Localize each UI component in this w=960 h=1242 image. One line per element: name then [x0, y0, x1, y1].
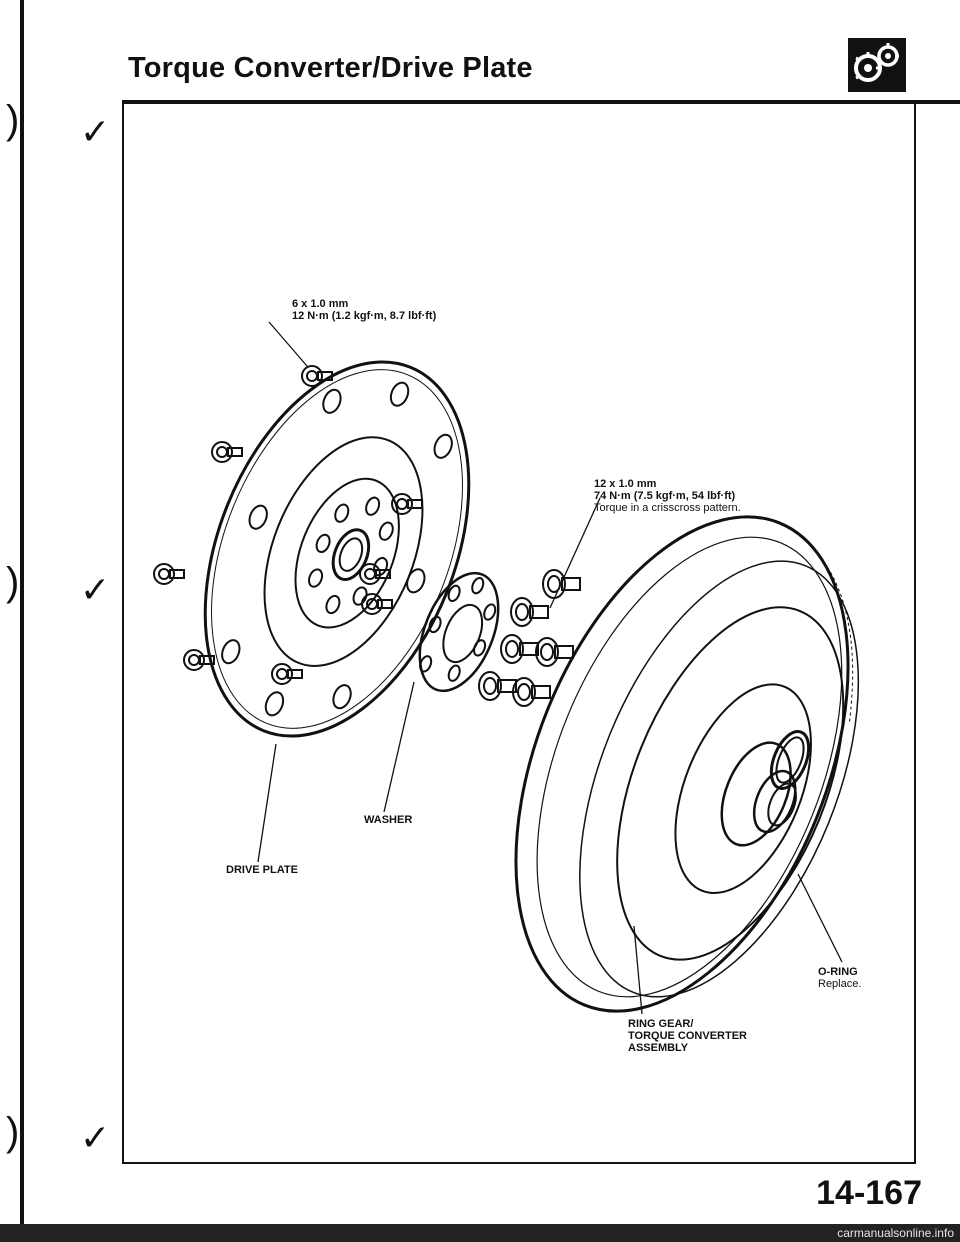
small-bolt-size: 6 x 1.0 mm: [292, 298, 349, 310]
figure-frame: [122, 102, 916, 1164]
ring-gear-callout: RING GEAR/ TORQUE CONVERTER ASSEMBLY: [628, 1018, 747, 1054]
washer-illustration: [418, 571, 500, 693]
margin-tick: ): [6, 98, 20, 142]
margin-checkmark: ✓: [80, 111, 111, 152]
gear-wrench-icon: [848, 38, 906, 92]
o-ring-note: Replace.: [818, 978, 862, 990]
ring-gear-line2: TORQUE CONVERTER: [628, 1030, 747, 1042]
exploded-diagram: [153, 321, 860, 1015]
large-bolt-note: Torque in a crisscross pattern.: [594, 502, 741, 514]
large-bolt-callout: 12 x 1.0 mm 74 N·m (7.5 kgf·m, 54 lbf·ft…: [594, 478, 741, 514]
drive-plate-illustration: [203, 360, 471, 738]
small-bolt-torque: 12 N·m (1.2 kgf·m, 8.7 lbf·ft): [292, 310, 437, 322]
binding-rule: [20, 0, 24, 1242]
washer-label: WASHER: [364, 814, 413, 826]
torque-converter-illustration: [514, 515, 860, 1013]
large-bolt-torque: 74 N·m (7.5 kgf·m, 54 lbf·ft): [594, 490, 736, 502]
margin-checkmark: ✓: [80, 569, 111, 610]
small-bolt-callout: 6 x 1.0 mm 12 N·m (1.2 kgf·m, 8.7 lbf·ft…: [292, 298, 436, 322]
page-title: Torque Converter/Drive Plate: [128, 52, 533, 84]
o-ring-label: O-RING: [818, 966, 858, 978]
large-bolt-size: 12 x 1.0 mm: [594, 478, 657, 490]
drive-plate-label: DRIVE PLATE: [226, 864, 298, 876]
margin-checkmark: ✓: [80, 1117, 111, 1158]
title-rule: [122, 100, 960, 104]
o-ring-callout: O-RING Replace.: [818, 966, 861, 990]
margin-tick: ): [6, 1110, 20, 1154]
margin-tick: ): [6, 560, 20, 604]
drive-plate-bolts: [153, 365, 423, 685]
ring-gear-line1: RING GEAR/: [628, 1018, 694, 1030]
footer-band: [0, 1224, 960, 1242]
watermark: carmanualsonline.info: [837, 1226, 954, 1240]
leader-lines: [257, 321, 843, 1015]
ring-gear-line3: ASSEMBLY: [628, 1042, 689, 1054]
page-number: 14-167: [816, 1174, 922, 1212]
o-ring-illustration: [769, 730, 811, 790]
